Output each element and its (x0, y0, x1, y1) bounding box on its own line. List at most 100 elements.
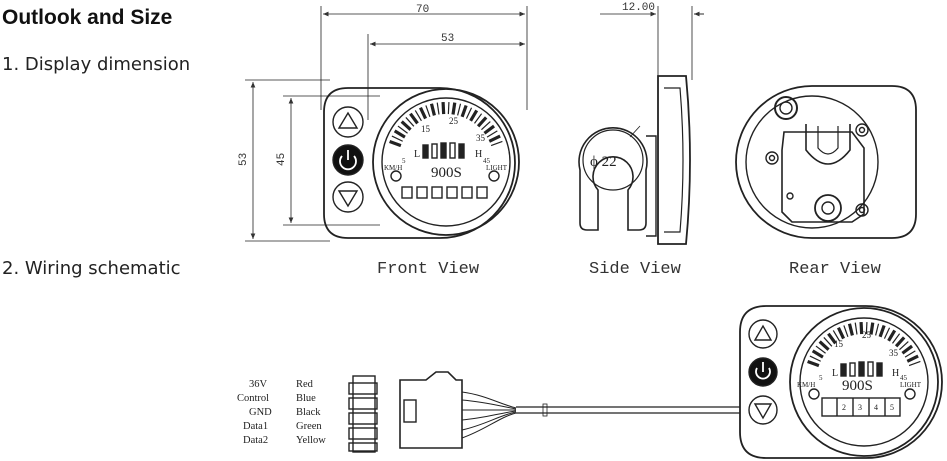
speed-segment (465, 107, 473, 119)
speed-segment (483, 124, 496, 135)
svg-text:900S: 900S (431, 165, 462, 181)
label-overall-height: 53 (238, 153, 250, 166)
speed-segment (837, 327, 846, 340)
speed-segment (904, 350, 916, 358)
speed-segment (397, 125, 408, 134)
speed-segment (906, 354, 919, 363)
svg-text:LIGHT: LIGHT (486, 164, 508, 172)
speed-segment (476, 116, 488, 128)
svg-text:35: 35 (889, 348, 899, 358)
pin-signal-control: Control (237, 393, 269, 404)
speed-segment (425, 105, 431, 117)
pin-signal-gnd: GND (249, 407, 272, 418)
label-screen-height: 45 (276, 153, 288, 166)
wiring-display (739, 305, 943, 459)
speed-segment (883, 327, 891, 339)
svg-text:L: L (832, 368, 838, 379)
svg-text:KM/H: KM/H (384, 164, 402, 172)
pin-signal-data1: Data1 (243, 421, 268, 432)
speed-segment (481, 121, 491, 131)
speed-segment (823, 337, 833, 347)
label-overall-width: 70 (416, 4, 429, 16)
svg-text:25: 25 (862, 330, 872, 340)
svg-text:H: H (892, 368, 899, 379)
speed-segment (389, 139, 402, 148)
speed-segment (894, 336, 906, 348)
svg-text:5: 5 (890, 403, 894, 412)
rear-housing (735, 85, 917, 239)
speed-segment (393, 129, 406, 139)
speed-segment (441, 101, 446, 115)
speed-segment (405, 117, 415, 127)
speed-segment (436, 102, 440, 115)
down-button-icon (332, 181, 364, 213)
speed-segment (887, 329, 897, 342)
speed-segment (807, 359, 820, 368)
svg-text:KM/H: KM/H (797, 381, 815, 389)
pin-color-blue: Blue (296, 393, 316, 404)
wiring-speed-ticks (807, 321, 921, 368)
pin-signal-36v: 36V (249, 379, 268, 390)
speed-segment (865, 322, 868, 335)
front-lcd-text: 15 25 35 L H 900S KM/H LIGHT 5 45 (384, 116, 508, 181)
label-side-depth: 12.00 (622, 2, 655, 14)
svg-text:15: 15 (421, 124, 431, 134)
speed-segment (488, 134, 501, 143)
speed-segment (414, 110, 422, 122)
speed-segment (878, 324, 886, 338)
page-heading: Outlook and Size (2, 6, 173, 29)
speed-segment (447, 102, 450, 115)
pin-color-red: Red (296, 379, 314, 390)
speed-segment (391, 135, 403, 142)
speed-segment (875, 323, 880, 336)
caption-front-view: Front View (377, 260, 480, 279)
dimension-side-depth (600, 6, 704, 80)
svg-text:5: 5 (402, 157, 406, 165)
side-body (646, 135, 657, 237)
speed-segment (869, 322, 875, 335)
speed-segment (843, 325, 849, 337)
speed-segment (847, 323, 854, 336)
speed-segment (901, 344, 914, 355)
speed-segment (419, 107, 428, 120)
speed-segment (460, 104, 468, 118)
svg-text:45: 45 (900, 374, 908, 382)
wiring-pin-labels: 36V Control GND Data1 Data2 Red Blue Bla… (237, 379, 326, 446)
svg-text:L: L (414, 149, 420, 160)
svg-text:45: 45 (483, 157, 491, 165)
speed-segment (809, 355, 821, 362)
section-wiring-schematic: 2. Wiring schematic (2, 258, 181, 279)
pin-color-green: Green (296, 421, 322, 432)
front-view (245, 6, 528, 242)
rear-bracket (781, 131, 865, 223)
dimension-overall-width (320, 6, 528, 110)
wiring-connector (348, 371, 740, 453)
svg-text:35: 35 (476, 133, 486, 143)
svg-text:LIGHT: LIGHT (900, 381, 922, 389)
svg-text:2: 2 (842, 403, 846, 412)
speed-segment (490, 140, 503, 147)
dimension-screen-height (283, 95, 380, 226)
label-clamp-diameter: ϕ 22 (590, 154, 617, 170)
up-button-icon (332, 106, 364, 138)
speed-segment (400, 120, 412, 131)
speed-segment (451, 102, 457, 115)
speed-segment (908, 360, 921, 367)
speed-segment (486, 130, 498, 138)
speed-segment (409, 112, 419, 125)
svg-text:4: 4 (874, 403, 878, 412)
handlebar-clamp (578, 127, 648, 231)
label-screen-width: 53 (441, 33, 454, 45)
speed-segment (815, 345, 826, 354)
rear-view (735, 85, 917, 239)
svg-text:25: 25 (449, 116, 459, 126)
svg-text:5: 5 (819, 374, 823, 382)
speed-segment (827, 332, 837, 345)
pin-color-black: Black (296, 407, 321, 418)
speed-segment (859, 321, 864, 335)
pin-color-yellow: Yellow (296, 435, 326, 446)
svg-text:15: 15 (834, 339, 844, 349)
speed-segment (474, 113, 483, 124)
wiring-lcd-text: 15 25 35 L H 900S KM/H LIGHT 5 45 2 3 4 … (797, 330, 922, 412)
speed-segment (811, 349, 824, 359)
